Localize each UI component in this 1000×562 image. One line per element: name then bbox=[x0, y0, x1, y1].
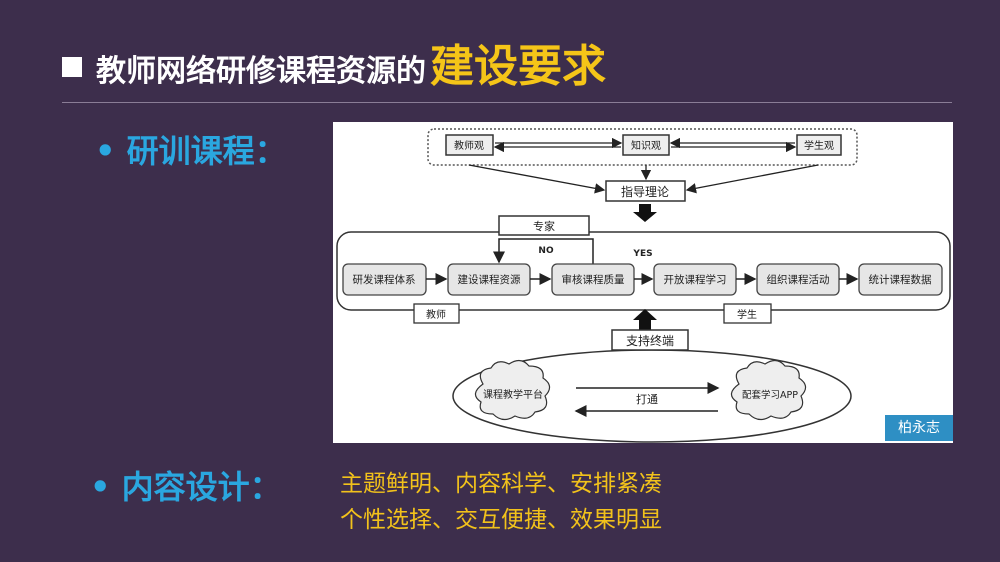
support-terminal: 支持终端 bbox=[626, 333, 674, 348]
student-label: 学生 bbox=[737, 308, 757, 321]
course-flow-diagram: 教师观 知识观 学生观 指导理论 专家 NO YES 研发课 bbox=[333, 122, 953, 443]
title-divider bbox=[62, 102, 952, 103]
author-label: 柏永志 bbox=[885, 415, 953, 441]
title-main: 教师网络研修课程资源的 bbox=[96, 54, 426, 89]
app-label: 配套学习APP bbox=[742, 389, 798, 401]
yes-label: YES bbox=[632, 249, 652, 259]
up-arrow-icon bbox=[633, 309, 657, 330]
view-teacher: 教师观 bbox=[454, 139, 484, 152]
view-boxes: 教师观 知识观 学生观 bbox=[445, 134, 842, 156]
bullet-square-icon bbox=[62, 57, 82, 77]
guide-theory: 指导理论 bbox=[621, 184, 669, 199]
down-arrow-icon bbox=[633, 204, 657, 222]
step-4: 开放课程学习 bbox=[664, 273, 727, 286]
no-label: NO bbox=[538, 246, 554, 256]
step-3: 审核课程质量 bbox=[562, 273, 625, 286]
title-highlight: 建设要求 bbox=[430, 41, 606, 92]
bullet-training-course: • 研训课程： bbox=[95, 132, 287, 170]
expert-label: 专家 bbox=[533, 219, 555, 233]
slide-title: 教师网络研修课程资源的 建设要求 bbox=[62, 30, 606, 94]
bullet-content-design: • 内容设计： bbox=[90, 468, 282, 506]
view-arrows bbox=[468, 137, 819, 194]
feedback-arrow bbox=[493, 238, 594, 264]
step-2: 建设课程资源 bbox=[458, 273, 521, 286]
cloud-icon bbox=[474, 359, 807, 421]
step-5: 组织课程活动 bbox=[767, 273, 830, 286]
teacher-label: 教师 bbox=[426, 308, 446, 321]
view-student: 学生观 bbox=[804, 139, 834, 152]
content-line-1: 主题鲜明、内容科学、安排紧凑 bbox=[340, 471, 662, 497]
views-group bbox=[427, 128, 858, 166]
view-knowledge: 知识观 bbox=[631, 139, 661, 152]
connect-label: 打通 bbox=[636, 392, 658, 406]
process-loop bbox=[336, 231, 951, 311]
content-line-2: 个性选择、交互便捷、效果明显 bbox=[340, 507, 662, 533]
step-6: 统计课程数据 bbox=[869, 273, 932, 286]
platform-label: 课程教学平台 bbox=[483, 388, 543, 401]
step-1: 研发课程体系 bbox=[353, 273, 416, 286]
